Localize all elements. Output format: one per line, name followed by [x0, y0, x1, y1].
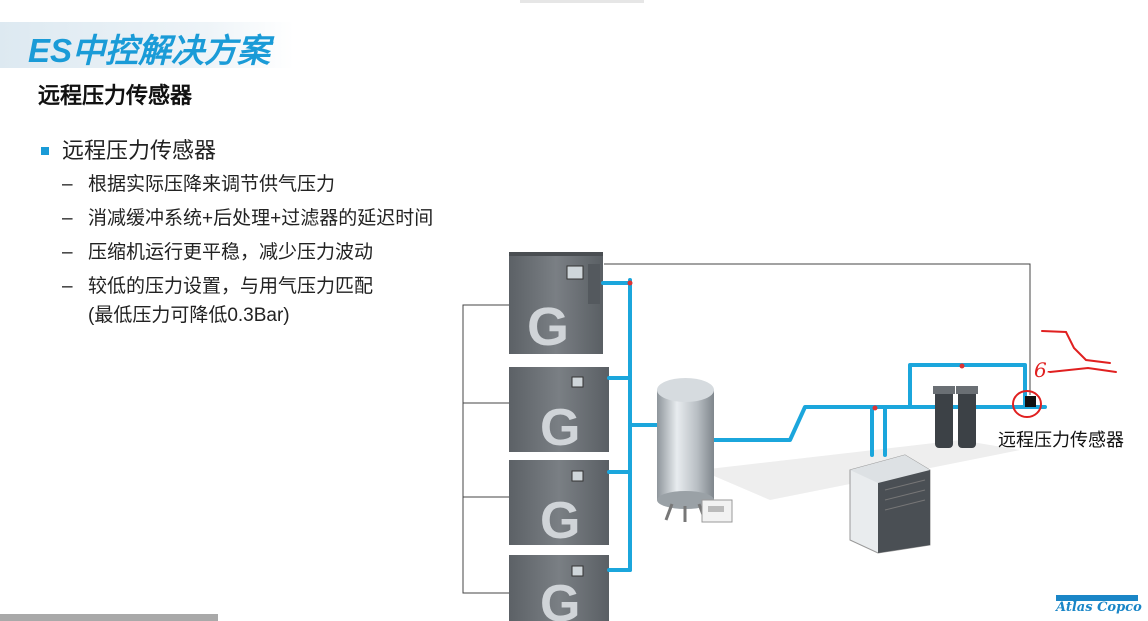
sub-item: –根据实际压降来调节供气压力	[38, 168, 433, 202]
bullet-square-icon	[41, 147, 49, 155]
compressor: G	[509, 460, 609, 550]
sub-item-text: 压缩机运行更平稳，减少压力波动	[88, 242, 374, 263]
dash-icon: –	[62, 174, 73, 195]
dash-icon: –	[62, 208, 73, 229]
compressor-letter: G	[540, 399, 580, 457]
dash-icon: –	[62, 242, 73, 263]
note-text: (最低压力可降低0.3Bar)	[88, 305, 290, 326]
compressor: G	[509, 367, 609, 457]
sub-item-text: 根据实际压降来调节供气压力	[88, 174, 336, 195]
atlas-copco-logo: Atlas Copco	[1056, 595, 1142, 617]
pressure-sensor-icon	[1025, 396, 1036, 407]
sub-item-text: 较低的压力设置，与用气压力匹配	[88, 276, 374, 297]
compressor: G	[509, 555, 609, 621]
sub-item: –压缩机运行更平稳，减少压力波动	[38, 236, 433, 270]
dash-icon: –	[62, 276, 73, 297]
slide-subtitle: 远程压力传感器	[38, 83, 193, 108]
bottom-gray-bar	[0, 614, 218, 621]
handwritten-annotation	[1012, 330, 1117, 418]
compressor-letter: G	[540, 492, 580, 550]
slide-title: ES中控解决方案	[28, 32, 271, 69]
logo-bar	[1056, 595, 1138, 601]
line-filters	[933, 386, 978, 448]
sub-item: –消减缓冲系统+后处理+过滤器的延迟时间	[38, 202, 433, 236]
refrigerant-dryer	[849, 454, 931, 554]
compressor-letter: G	[540, 575, 580, 621]
sub-list: –根据实际压降来调节供气压力 –消减缓冲系统+后处理+过滤器的延迟时间 –压缩机…	[38, 168, 433, 304]
bullet-list: 远程压力传感器 –根据实际压降来调节供气压力 –消减缓冲系统+后处理+过滤器的延…	[38, 134, 433, 334]
compressor-large: G	[509, 252, 603, 357]
top-edge-mark	[520, 0, 644, 3]
valve-marks	[627, 280, 965, 411]
bullet-item: 远程压力传感器	[38, 134, 433, 168]
air-pipes	[601, 278, 1047, 572]
sub-item: –较低的压力设置，与用气压力匹配	[38, 270, 433, 304]
sensor-label: 远程压力传感器	[998, 430, 1124, 450]
bullet-text: 远程压力传感器	[62, 138, 217, 163]
title-background	[0, 22, 294, 68]
sub-item-text: 消减缓冲系统+后处理+过滤器的延迟时间	[88, 208, 434, 229]
logo-text: Atlas Copco	[1056, 600, 1142, 615]
control-wiring	[462, 263, 1031, 594]
handwritten-annotation-text: 6-	[1034, 358, 1054, 382]
air-receiver-tank	[657, 378, 733, 523]
compressor-letter: G	[527, 297, 569, 357]
